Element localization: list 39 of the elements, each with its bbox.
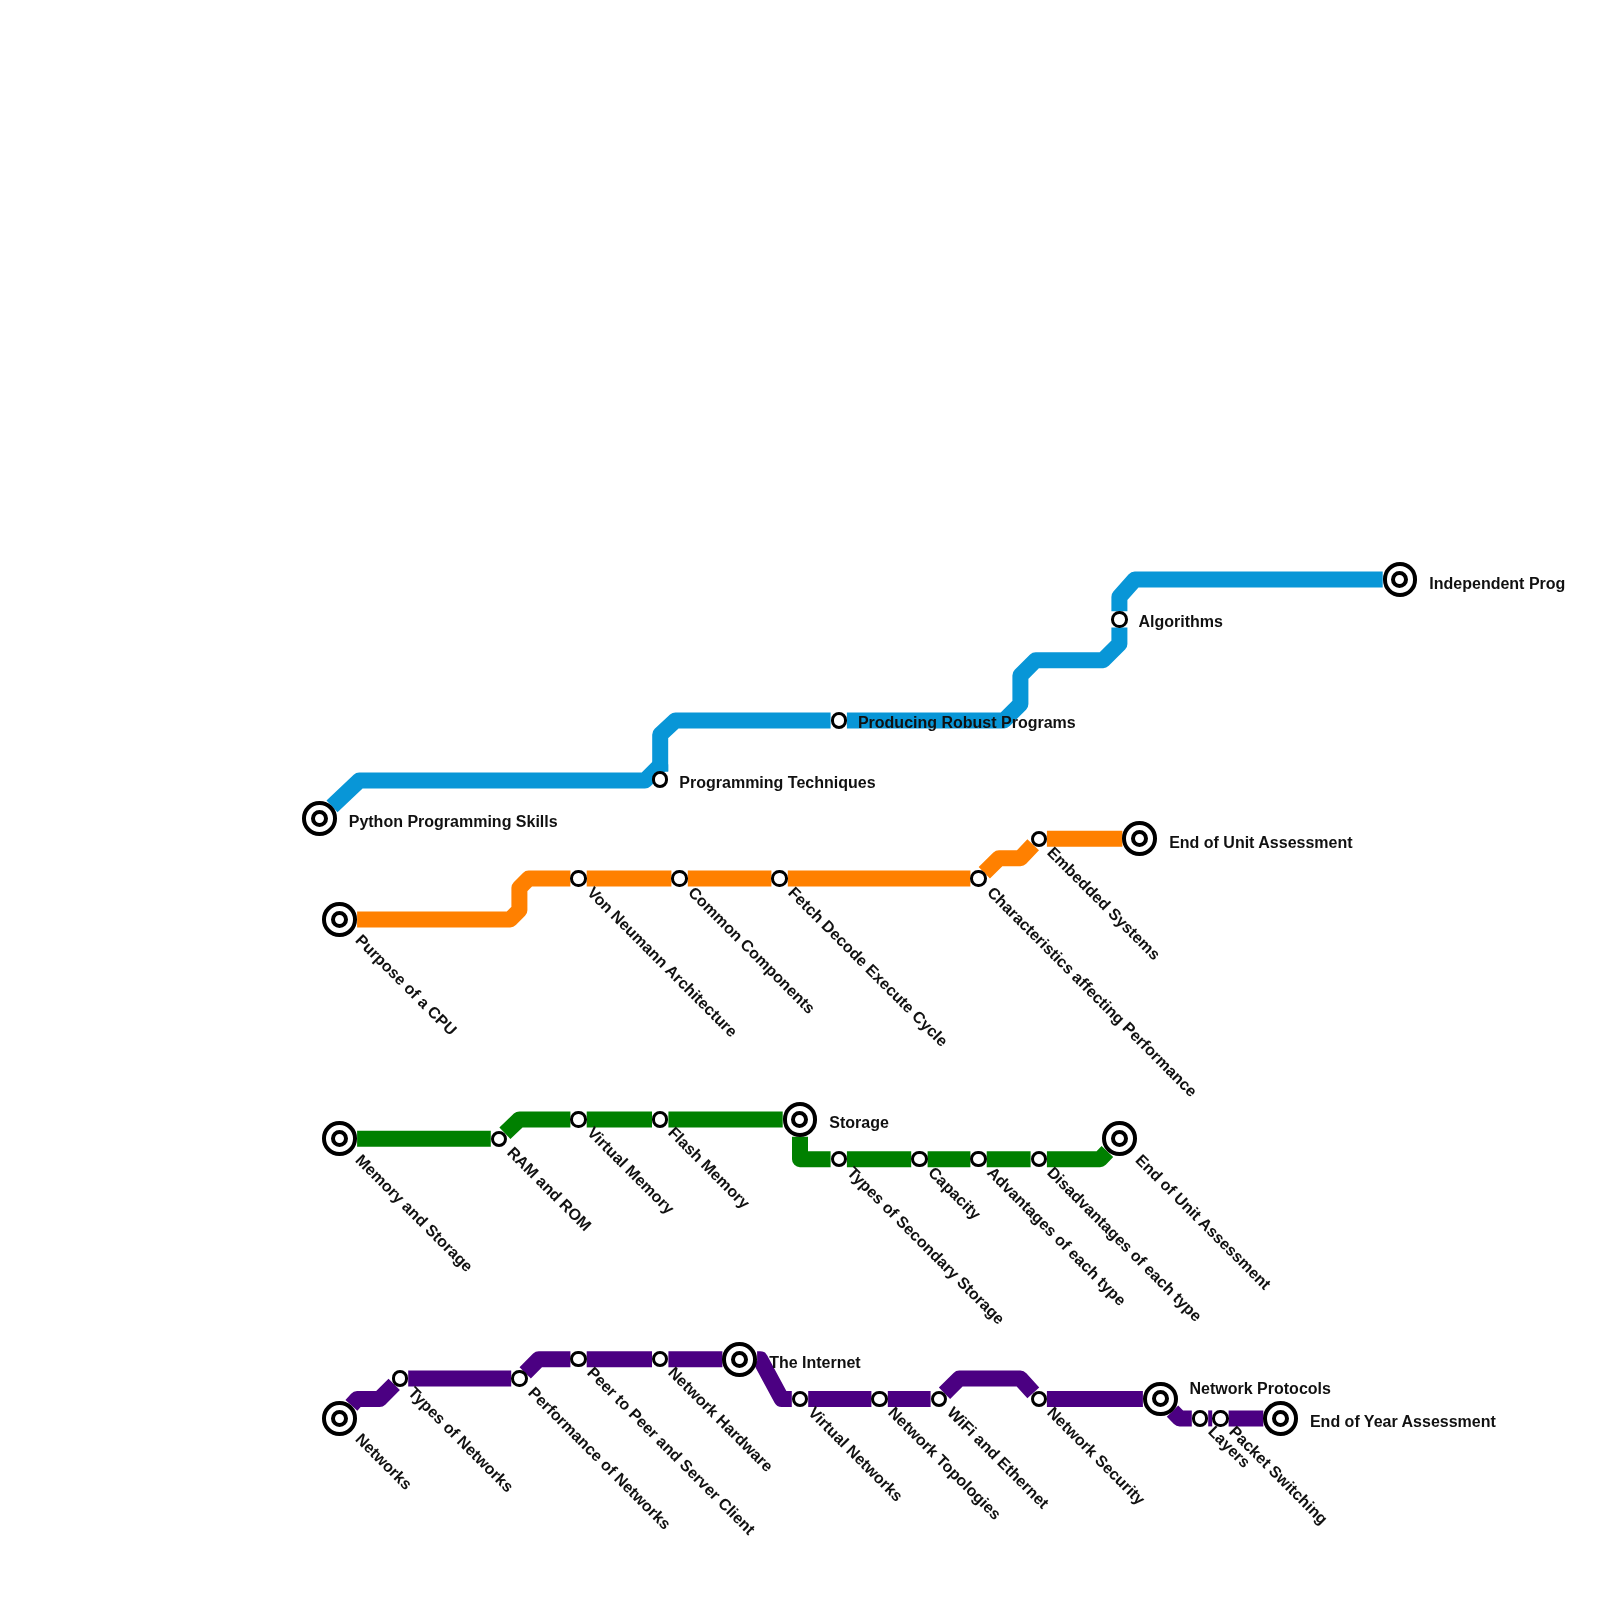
metro-line bbox=[1046, 830, 1123, 847]
metro-line bbox=[846, 627, 1128, 729]
metro-line bbox=[652, 712, 831, 772]
metro-line bbox=[787, 870, 971, 887]
metro-line bbox=[1166, 1405, 1192, 1427]
metro-line bbox=[519, 1351, 571, 1379]
station-label: Programming Techniques bbox=[679, 773, 876, 792]
metro-line bbox=[586, 1111, 652, 1128]
metro-line bbox=[345, 1378, 400, 1411]
metro-line bbox=[687, 870, 772, 887]
metro-line bbox=[668, 1351, 723, 1368]
metro-line bbox=[986, 1151, 1031, 1168]
metro-line bbox=[887, 1391, 931, 1407]
metro-line bbox=[586, 1351, 652, 1368]
metro-line bbox=[927, 1151, 971, 1168]
station-label: End of Unit Assessment bbox=[1169, 833, 1353, 852]
metro-line bbox=[1046, 1145, 1114, 1168]
station-label: Independent Prog bbox=[1429, 574, 1566, 593]
metro-line bbox=[978, 839, 1039, 879]
metro-line bbox=[668, 1111, 783, 1128]
metro-line bbox=[586, 870, 672, 887]
metro-line bbox=[408, 1370, 512, 1387]
metro-line bbox=[1046, 1391, 1143, 1407]
metro-line bbox=[792, 1136, 831, 1168]
metro-line bbox=[357, 870, 571, 928]
metro-line bbox=[499, 1111, 571, 1139]
metro-line bbox=[357, 1130, 491, 1147]
station-label: Python Programming Skills bbox=[348, 813, 558, 832]
metro-line bbox=[846, 1151, 912, 1168]
station-label: Network Protocols bbox=[1189, 1380, 1331, 1398]
metro-line bbox=[1208, 1410, 1213, 1427]
metro-line bbox=[1228, 1410, 1264, 1427]
metro-line bbox=[1111, 571, 1383, 612]
station-label: Algorithms bbox=[1138, 613, 1223, 632]
station-label: End of Year Assessment bbox=[1309, 1413, 1496, 1432]
station-label: Storage bbox=[829, 1114, 889, 1133]
metro-line bbox=[808, 1391, 872, 1407]
metro-line bbox=[938, 1370, 1040, 1399]
station-label: The Internet bbox=[769, 1354, 861, 1373]
